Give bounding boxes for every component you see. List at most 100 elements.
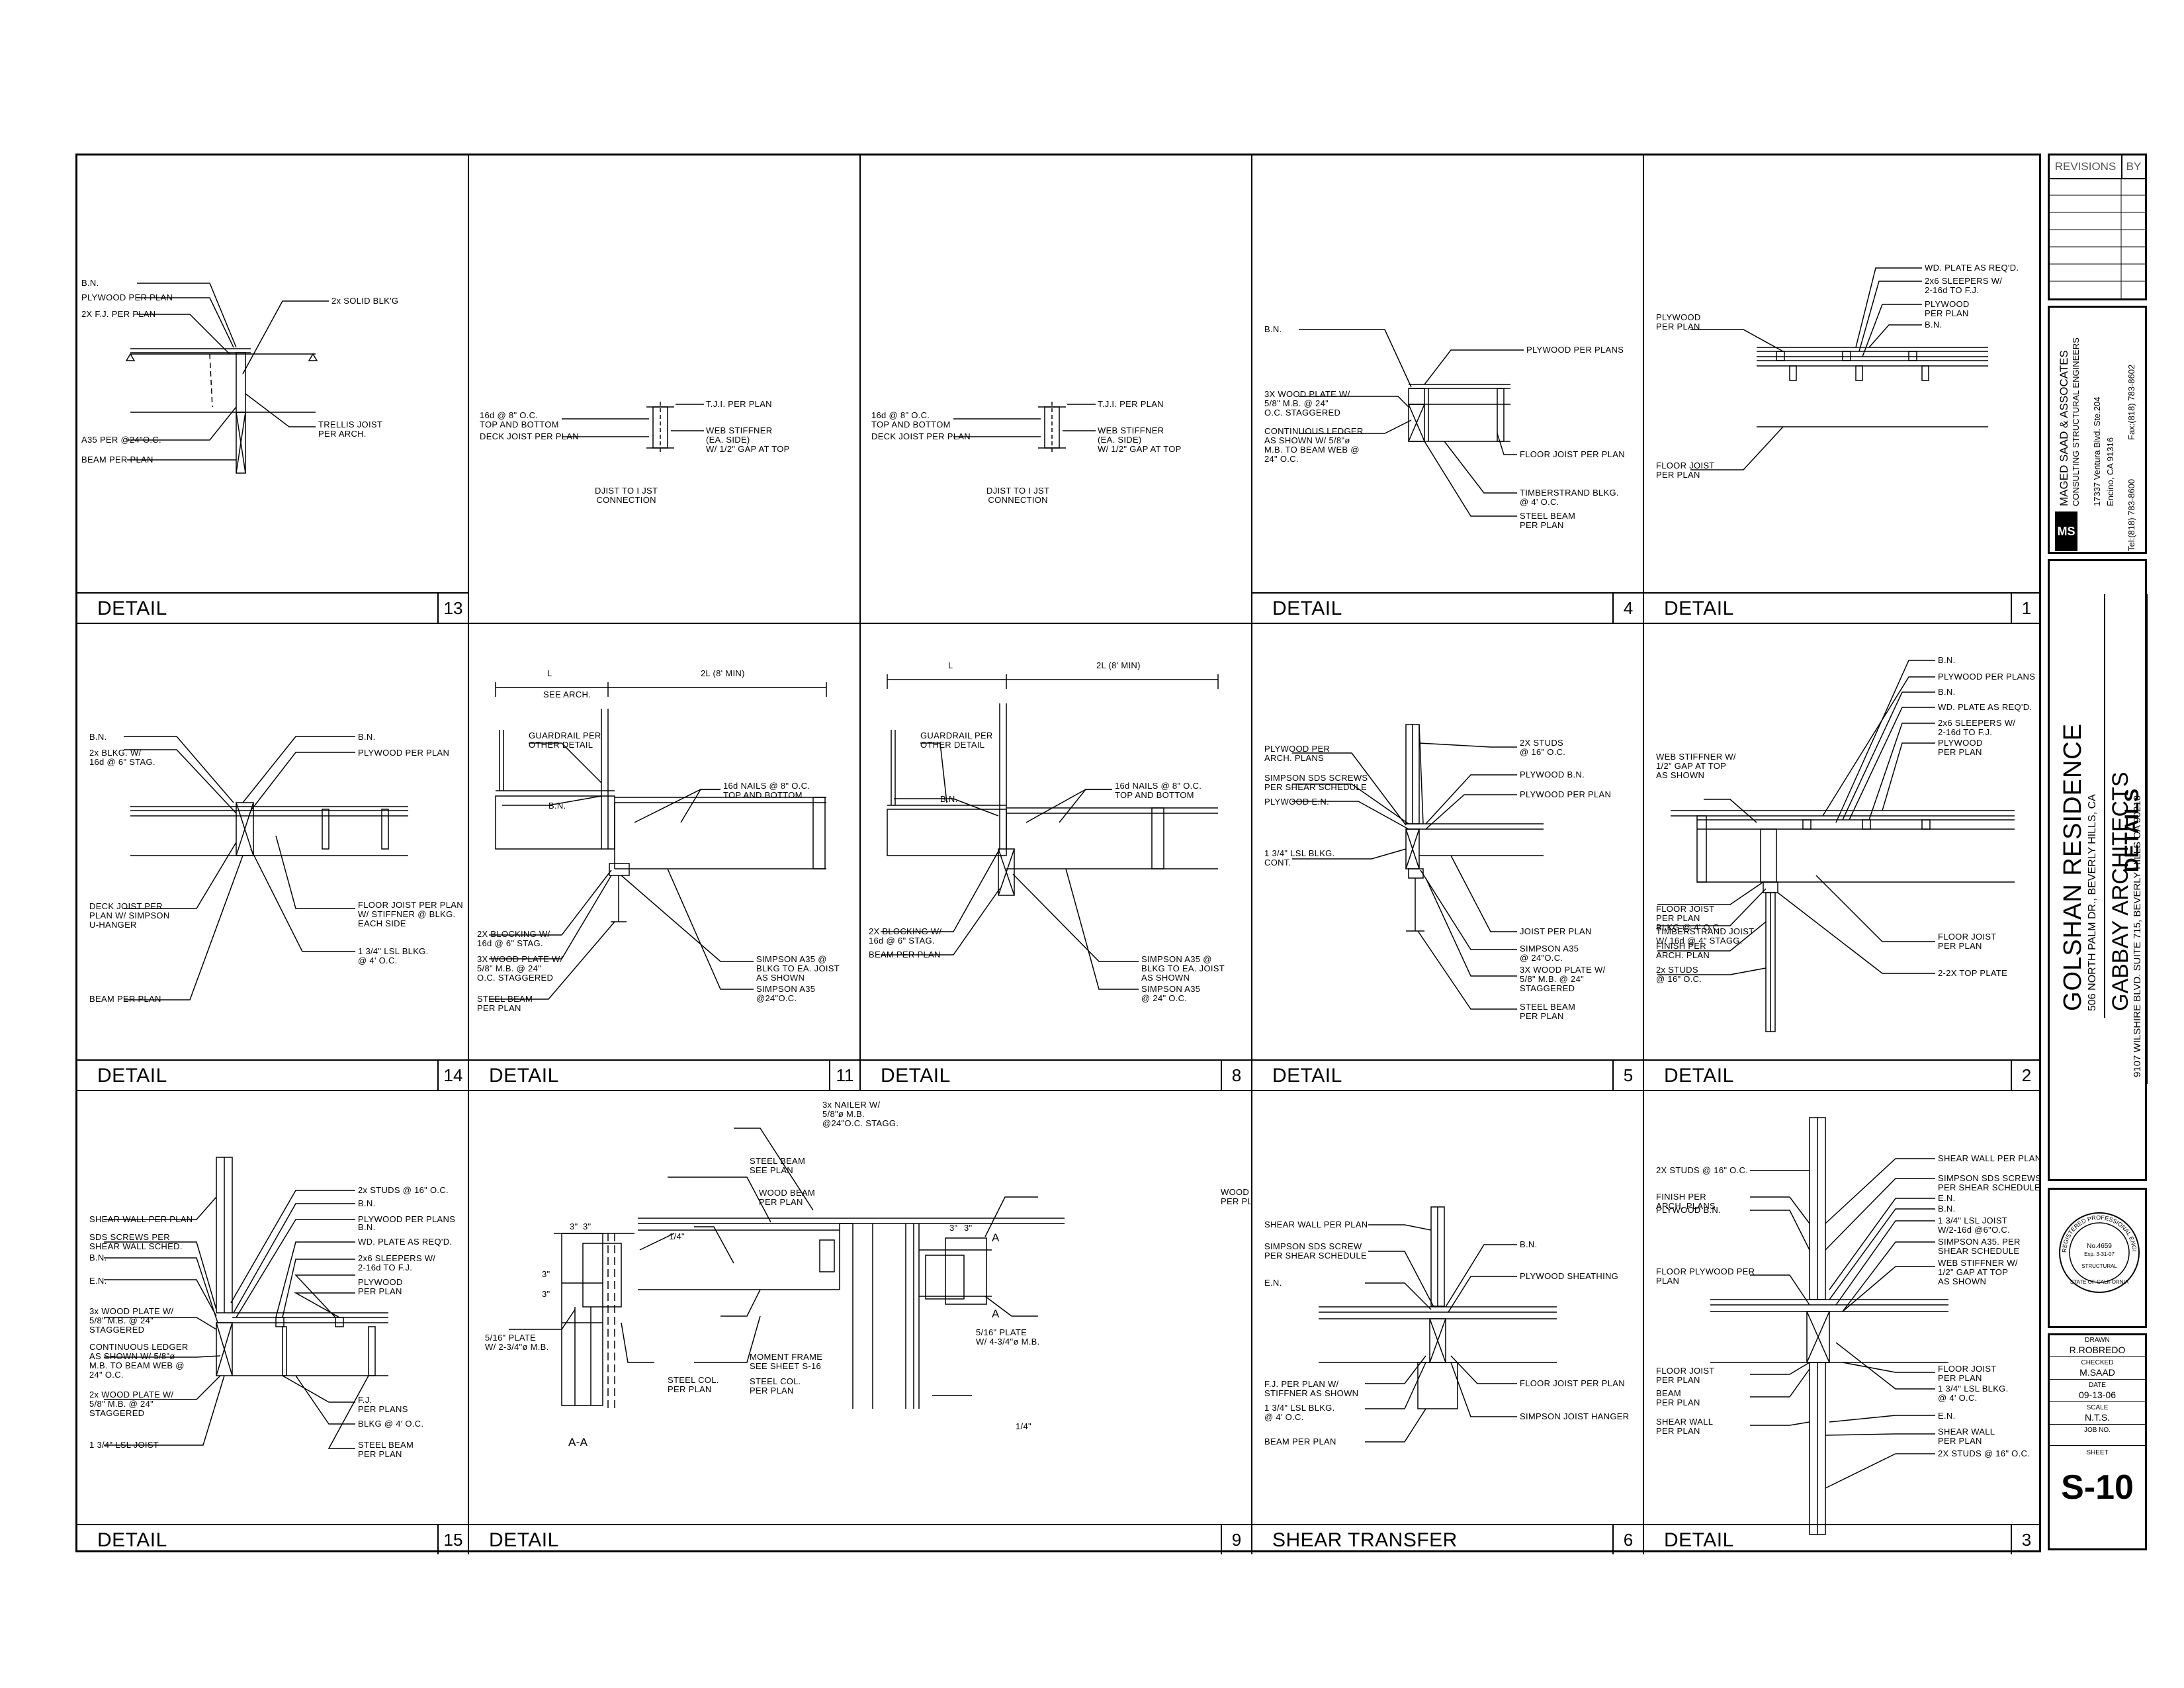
note: T.J.I. PER PLAN (706, 399, 772, 409)
detail-title-bar: DETAIL 9 (469, 1524, 1251, 1554)
detail-title-bar: SHEAR TRANSFER 6 (1252, 1524, 1643, 1554)
note: DJIST TO I JST CONNECTION (986, 486, 1050, 505)
detail-title-bar: DETAIL 3 (1644, 1524, 2041, 1554)
engineer-seal: REGISTERED PROFESSIONAL ENGINEER No.4659… (2056, 1210, 2140, 1293)
note: WD. PLATE AS REQ'D. (358, 1237, 453, 1247)
note: 2X BLOCKING W/ 16d @ 6" STAG. (477, 929, 550, 948)
note: BLKG @ 4' O.C. (358, 1419, 424, 1429)
detail-number: 5 (1612, 1061, 1643, 1090)
sheet-info-block: DRAWN R.ROBREDO CHECKED M.SAAD DATE 09-1… (2048, 1333, 2147, 1550)
detail-title-bar: DETAIL 5 (1252, 1059, 1643, 1090)
detail-title: SHEAR TRANSFER (1272, 1529, 1458, 1551)
detail-4-drawing (1252, 155, 1644, 624)
date-value: 09-13-06 (2050, 1390, 2145, 1402)
note: L (948, 660, 953, 670)
detail-8-drawing (861, 624, 1252, 1091)
note: 2X STUDS @ 16" O.C. (1938, 1448, 2031, 1458)
note: 16d @ 8" O.C. TOP AND BOTTOM (871, 410, 951, 429)
detail-14-panel: B.N. 2x BLKG. W/ 16d @ 6" STAG. B.N. PLY… (77, 624, 469, 1091)
note: WD. PLATE AS REQ'D. (1925, 263, 2019, 273)
by-label: BY (2122, 155, 2145, 179)
drawn-label: DRAWN (2085, 1337, 2110, 1344)
detail-title-bar: DETAIL 14 (77, 1059, 468, 1090)
note: 2X STUDS @ 16" O.C. (1656, 1165, 1749, 1175)
note: B.N. (1264, 324, 1282, 334)
note: 1/4" (1016, 1421, 1031, 1431)
note: 3" (570, 1222, 578, 1231)
note: FLOOR JOIST PER PLAN (1938, 1364, 1997, 1383)
detail-number: 8 (1221, 1061, 1251, 1090)
note: B.N. (1520, 1239, 1538, 1249)
note: FLOOR JOIST PER PLAN (1656, 1366, 1715, 1385)
seal-block: REGISTERED PROFESSIONAL ENGINEER No.4659… (2048, 1188, 2147, 1328)
drawn-value: R.ROBREDO (2050, 1345, 2145, 1357)
note: STEEL BEAM PER PLAN (358, 1440, 414, 1459)
seal-type: STRUCTURAL (2081, 1263, 2117, 1269)
note: E.N. (1938, 1411, 1956, 1421)
note: STEEL BEAM PER PLAN (1520, 511, 1576, 530)
note: 1 3/4" LSL BLKG. @ 4' O.C. (358, 946, 429, 965)
detail-13-panel: B.N. PLYWOOD PER PLAN 2X F.J. PER PLAN 2… (77, 155, 469, 624)
note: PLYWOOD PER PLAN (358, 1277, 403, 1296)
note: F.J. PER PLANS (358, 1395, 408, 1414)
note: 2x SOLID BLK'G (331, 296, 399, 306)
note: A (992, 1308, 1000, 1320)
note: DECK JOIST PER PLAN (480, 431, 579, 441)
note: BEAM PER PLAN (1656, 1388, 1700, 1407)
detail-number: 2 (2011, 1061, 2041, 1090)
joist-connection-drawing (469, 155, 861, 624)
note: PLYWOOD PER PLAN (358, 748, 450, 758)
note: 3" (542, 1289, 550, 1299)
firm-address-1: 17337 Ventura Blvd. Ste.204 (2092, 396, 2102, 506)
note: SHEAR WALL PER PLAN (1656, 1417, 1714, 1436)
note: PLYWOOD PER PLANS (1526, 345, 1624, 355)
note: PLYWOOD PER PLANS (1938, 672, 2036, 682)
note: WEB STIFFNER (EA. SIDE) W/ 1/2" GAP AT T… (1098, 425, 1182, 454)
detail-number: 11 (829, 1061, 859, 1090)
detail-3-drawing (1644, 1091, 2041, 1554)
detail-number: 4 (1612, 594, 1643, 623)
project-name: GOLSHAN RESIDENCE (2059, 723, 2087, 1011)
note: FLOOR JOIST PER PLAN (1656, 461, 1715, 480)
note: SHEAR WALL PER PLAN (1938, 1153, 2041, 1163)
note: SDS SCREWS PER SHEAR WALL SCHED. (89, 1232, 183, 1251)
detail-3-panel: SHEAR WALL PER PLAN 2X STUDS @ 16" O.C. … (1644, 1091, 2041, 1554)
note: TIMBERSTRAND JOIST W/ 16d @ 4" STAGG. (1656, 926, 1755, 946)
detail-title: DETAIL (97, 1529, 167, 1551)
note: 2x BLKG. W/ 16d @ 6" STAG. (89, 748, 155, 767)
detail-5-panel: 2X STUDS @ 16" O.C. PLYWOOD PER ARCH. PL… (1252, 624, 1644, 1091)
note: B.N. (89, 1253, 107, 1263)
note: DECK JOIST PER PLAN (871, 431, 971, 441)
note: A (992, 1231, 1000, 1244)
note: CONTINUOUS LEDGER AS SHOWN W/ 5/8"ø M.B.… (89, 1342, 189, 1380)
note: F.J. PER PLAN W/ STIFFNER AS SHOWN (1264, 1379, 1359, 1398)
note: 3" (964, 1223, 973, 1233)
note: PLYWOOD PER PLANS (358, 1214, 456, 1224)
detail-15-drawing (77, 1091, 469, 1554)
detail-number: 9 (1221, 1525, 1251, 1554)
detail-title-bar: DETAIL 2 (1644, 1059, 2041, 1090)
note: 1 3/4" LSL JOIST (89, 1440, 159, 1450)
note: PLYWOOD SHEATHING (1520, 1271, 1619, 1281)
note: 2-2X TOP PLATE (1938, 968, 2008, 978)
note: SIMPSON A35 @ BLKG TO EA. JOIST AS SHOWN (1141, 954, 1225, 983)
note: BEAM PER PLAN (81, 455, 153, 465)
note: 3" (949, 1223, 958, 1233)
note: 1 3/4" LSL BLKG. @ 4' O.C. (1264, 1403, 1335, 1422)
date-label: DATE (2089, 1382, 2106, 1389)
note: STEEL BEAM PER PLAN (477, 994, 533, 1013)
note: 16d NAILS @ 8" O.C. TOP AND BOTTOM (723, 781, 810, 800)
firm-logo: MS (2055, 511, 2077, 551)
note: 16d @ 8" O.C. TOP AND BOTTOM (480, 410, 559, 429)
note: 3X WOOD PLATE W/ 5/8" M.B. @ 24" STAGGER… (1520, 965, 1606, 993)
detail-6-drawing (1252, 1091, 1644, 1554)
firm-name: MAGED SAAD & ASSOCATES (2058, 350, 2070, 506)
note: 2X BLOCKING W/ 16d @ 6" STAG. (869, 926, 942, 946)
note: 1 3/4" LSL BLKG. @ 4' O.C. (1938, 1384, 2009, 1403)
note: B.N. (1938, 655, 1956, 665)
note: 3x WOOD PLATE W/ 5/8" M.B. @ 24" STAGGER… (89, 1306, 174, 1335)
note: BEAM PER PLAN (869, 950, 941, 959)
note: B.N. (1938, 1204, 1956, 1214)
note: 5/16" PLATE W/ 2-3/4"ø M.B. (485, 1333, 549, 1352)
detail-13-drawing (77, 155, 469, 624)
